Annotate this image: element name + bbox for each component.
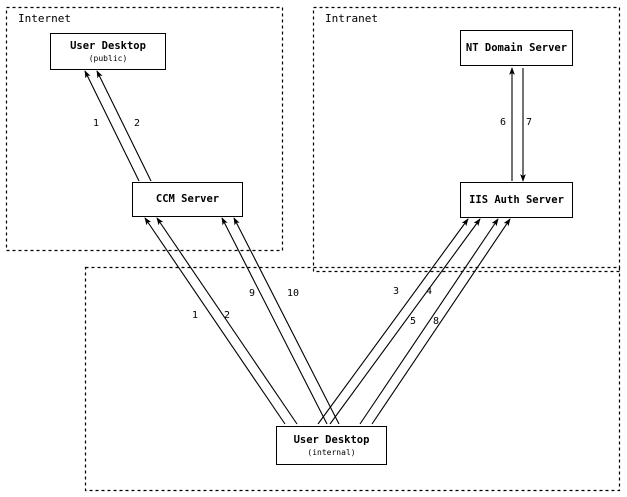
conn-9-internal-to-ccm xyxy=(221,217,328,425)
flow-step-2-user-desktop-public-to-ccm-server: 2 xyxy=(134,118,141,129)
connector-lines xyxy=(84,67,526,425)
conn-2-public-to-ccm xyxy=(96,70,152,182)
flow-step-5-user-desktop-internal-to-iis-auth-server: 5 xyxy=(410,316,417,327)
conn-10-ccm-to-internal xyxy=(233,217,340,425)
zone-boundary-internet xyxy=(5,6,284,252)
zone-label-intranet: Intranet xyxy=(325,12,378,25)
zone-boundaries xyxy=(5,6,621,492)
node-title-ccm-server: CCM Server xyxy=(155,193,220,205)
flow-step-9-user-desktop-internal-to-ccm-server: 9 xyxy=(249,288,256,299)
flow-step-6-iis-auth-server-to-nt-domain-server: 6 xyxy=(500,117,507,128)
flow-step-7-nt-domain-server-to-iis-auth-server: 7 xyxy=(526,117,533,128)
node-nt-domain-server[interactable]: NT Domain Server xyxy=(460,30,573,66)
flow-step-2-ccm-server-to-user-desktop-internal: 2 xyxy=(224,310,231,321)
flow-step-1-ccm-server-to-user-desktop-public: 1 xyxy=(93,118,100,129)
node-title-nt-domain-server: NT Domain Server xyxy=(465,41,568,54)
flow-step-10-ccm-server-to-user-desktop-internal: 10 xyxy=(287,288,300,299)
node-user-desktop-internal[interactable]: User Desktop(internal) xyxy=(276,426,387,465)
node-title-user-desktop-internal: User Desktop xyxy=(293,433,370,446)
conn-5-internal-to-iis xyxy=(359,218,499,425)
node-title-iis-auth-server: IIS Auth Server xyxy=(469,193,564,206)
node-ccm-server[interactable]: CCM Server xyxy=(132,182,243,217)
flow-step-8-iis-auth-server-to-user-desktop-internal: 8 xyxy=(433,316,440,327)
node-iis-auth-server[interactable]: IIS Auth Server xyxy=(460,182,573,218)
conn-8-iis-to-internal xyxy=(371,218,511,425)
flow-step-1-user-desktop-internal-to-ccm-server: 1 xyxy=(192,310,199,321)
zone-boundary-intranet xyxy=(312,6,621,273)
conn-1-internal-to-ccm xyxy=(144,217,286,425)
conn-2-ccm-to-internal xyxy=(156,217,298,425)
conn-4-iis-to-internal xyxy=(329,218,481,425)
zone-boundary-internal xyxy=(84,266,621,492)
node-subtitle-user-desktop-public: (public) xyxy=(88,53,128,63)
zone-label-internet: Internet xyxy=(18,12,71,25)
conn-1-ccm-to-public xyxy=(84,70,140,182)
node-user-desktop-public[interactable]: User Desktop(public) xyxy=(50,33,166,70)
flow-step-4-iis-auth-server-to-user-desktop-internal: 4 xyxy=(426,286,433,297)
node-subtitle-user-desktop-internal: (internal) xyxy=(307,447,356,457)
conn-3-internal-to-iis xyxy=(317,218,469,425)
flow-step-3-user-desktop-internal-to-iis-auth-server: 3 xyxy=(393,286,400,297)
node-title-user-desktop-public: User Desktop xyxy=(70,39,146,52)
